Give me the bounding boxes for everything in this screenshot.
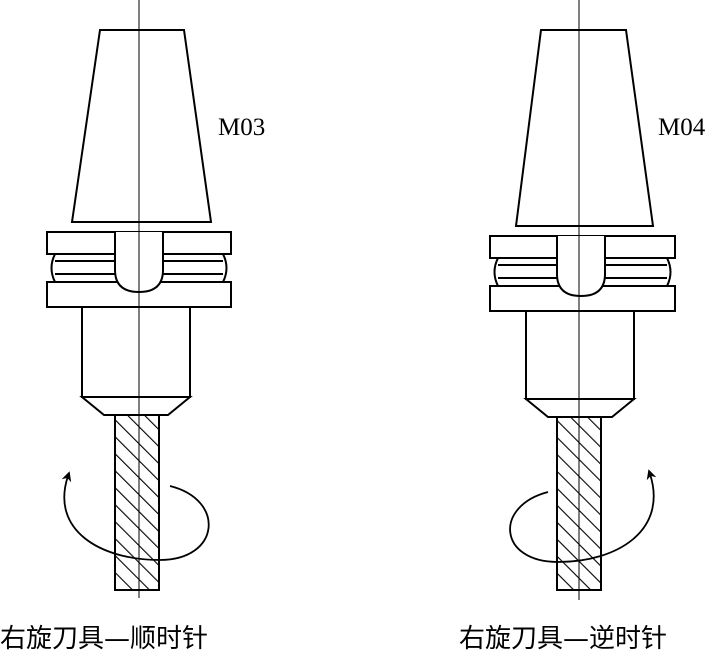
cutter-left	[114, 414, 160, 591]
code-label-left: M03	[218, 114, 266, 141]
caption-left: 右旋刀具—顺时针	[0, 624, 209, 654]
chamfer-left	[79, 396, 193, 416]
rotation-arrow-left	[61, 471, 210, 561]
tool-holder-right	[489, 0, 676, 600]
shank-right	[525, 310, 635, 400]
chamfer-right	[523, 398, 637, 418]
key-slot-right	[556, 236, 606, 298]
tool-holder-left	[46, 0, 232, 598]
groove-right	[493, 257, 672, 287]
taper-cone-left	[70, 29, 213, 223]
code-label-right: M04	[658, 114, 706, 141]
taper-cone-right	[514, 29, 655, 227]
groove-left	[50, 253, 228, 283]
rotation-arrow-right	[509, 469, 657, 563]
caption-right: 右旋刀具—逆时针	[459, 624, 668, 654]
shank-left	[81, 306, 191, 398]
